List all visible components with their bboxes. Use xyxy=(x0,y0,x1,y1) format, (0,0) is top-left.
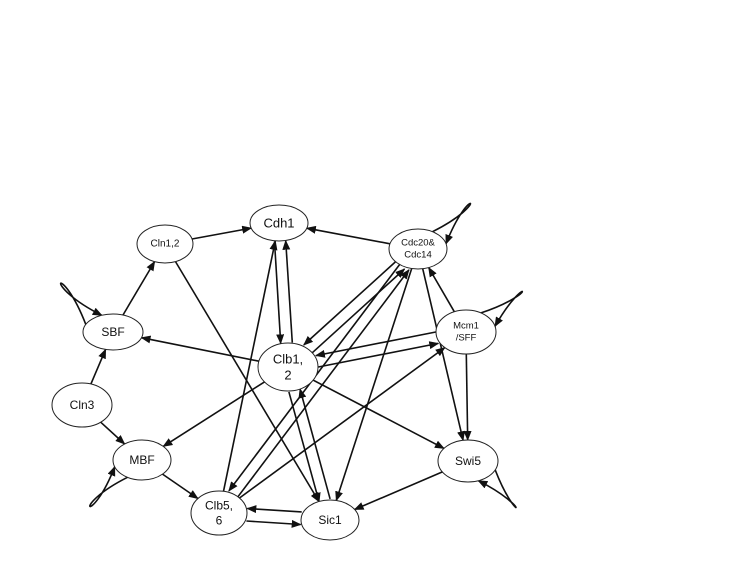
node-label: /SFF xyxy=(456,332,477,343)
node-clb12: Clb1, 2 xyxy=(257,342,319,392)
edge-clb12-to-cdc20 xyxy=(311,268,406,354)
node-ellipse xyxy=(388,228,448,270)
self-loop-swi5 xyxy=(477,469,517,509)
node-cdh1: Cdh1 xyxy=(249,204,309,242)
edge-cdc20-to-swi5 xyxy=(421,268,465,442)
node-sbf: SBF xyxy=(82,313,144,351)
node-mcm1: Mcm1/SFF xyxy=(435,309,497,355)
edge-sic1-to-clb12 xyxy=(298,388,331,500)
node-label: Mcm1 xyxy=(453,321,479,332)
node-ellipse xyxy=(82,313,144,351)
node-label: Cln3 xyxy=(70,398,95,412)
edge-clb56-to-cdc20 xyxy=(236,269,410,498)
node-label: 2 xyxy=(284,368,291,383)
node-sic1: Sic1 xyxy=(300,499,360,541)
node-ellipse xyxy=(136,224,194,264)
edge-clb12-to-cdh1 xyxy=(282,239,294,343)
edge-cln3-to-sbf xyxy=(90,348,107,385)
self-loop-mcm1 xyxy=(480,290,523,328)
edge-clb56-to-cdh1 xyxy=(222,239,278,492)
edge-clb12-to-sbf xyxy=(140,335,260,362)
edge-swi5-to-sic1 xyxy=(353,471,443,511)
node-ellipse xyxy=(435,309,497,355)
node-label: Cdc14 xyxy=(404,249,431,260)
node-cdc20: Cdc20&Cdc14 xyxy=(388,228,448,270)
edge-cdc20-to-cdh1 xyxy=(305,225,391,245)
node-ellipse xyxy=(190,490,248,536)
edge-sic1-to-clb56 xyxy=(246,505,302,514)
node-label: Clb1, xyxy=(273,351,303,366)
node-label: Cdh1 xyxy=(263,216,294,231)
self-loops-layer xyxy=(59,202,523,509)
node-label: Clb5, xyxy=(205,499,233,513)
edge-mbf-to-clb56 xyxy=(162,473,199,500)
edge-cdc20-to-sic1 xyxy=(335,268,413,502)
edge-cln3-to-mbf xyxy=(100,421,126,445)
node-ellipse xyxy=(300,499,360,541)
node-cln12: Cln1,2 xyxy=(136,224,194,264)
node-label: Swi5 xyxy=(455,454,481,468)
node-ellipse xyxy=(437,439,499,483)
edge-mcm1-to-cdc20 xyxy=(428,266,455,313)
node-label: Cln1,2 xyxy=(151,239,180,250)
edge-mcm1-to-clb12 xyxy=(314,331,436,358)
node-ellipse xyxy=(257,342,319,392)
edge-cdh1-to-clb12 xyxy=(273,241,285,345)
edge-sbf-to-cln12 xyxy=(122,260,156,316)
node-mbf: MBF xyxy=(112,439,172,481)
edge-clb56-to-mcm1 xyxy=(239,346,446,499)
node-label: Sic1 xyxy=(318,513,342,527)
node-clb56: Clb5,6 xyxy=(190,490,248,536)
node-swi5: Swi5 xyxy=(437,439,499,483)
edge-cln12-to-cdh1 xyxy=(191,225,253,240)
edge-clb12-to-mcm1 xyxy=(318,341,440,368)
node-ellipse xyxy=(51,382,113,428)
self-loop-mbf xyxy=(89,465,128,508)
node-ellipse xyxy=(112,439,172,481)
edge-cln12-to-sic1 xyxy=(174,261,320,503)
edge-clb12-to-sic1 xyxy=(288,391,321,503)
node-label: SBF xyxy=(101,325,124,339)
node-label: MBF xyxy=(129,453,154,467)
edge-clb56-to-sic1 xyxy=(246,519,302,528)
edge-clb12-to-swi5 xyxy=(312,379,445,450)
node-cln3: Cln3 xyxy=(51,382,113,428)
node-label: Cdc20& xyxy=(401,238,435,249)
edges-layer xyxy=(90,225,472,528)
node-label: 6 xyxy=(216,514,223,528)
self-loop-sbf xyxy=(59,282,103,325)
edge-mcm1-to-swi5 xyxy=(463,353,472,441)
node-ellipse xyxy=(249,204,309,242)
self-loop-cdc20 xyxy=(432,202,472,245)
edge-cdc20-to-clb12 xyxy=(303,260,398,346)
edge-clb12-to-mbf xyxy=(162,381,265,448)
